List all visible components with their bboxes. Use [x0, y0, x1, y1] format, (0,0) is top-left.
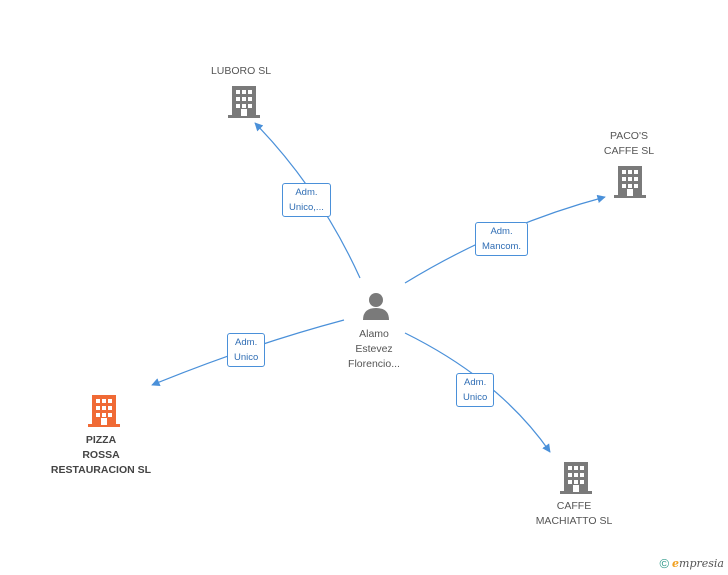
node-label-line: LUBORO SL [210, 65, 272, 77]
node-label-line: ROSSA [82, 449, 120, 461]
node-label-line: Estevez [355, 343, 393, 355]
node-label-pacos[interactable]: PACO'S CAFFE SL [584, 129, 674, 159]
edge-label-pacos[interactable]: Adm. Mancom. [475, 222, 529, 256]
building-icon [614, 166, 646, 198]
node-label-pizza[interactable]: PIZZA ROSSA RESTAURACION SL [40, 433, 162, 478]
edge-label-caffe[interactable]: Adm. Unico [456, 373, 495, 407]
node-label-caffe[interactable]: CAFFE MACHIATTO SL [524, 499, 624, 529]
edge-label-line: Mancom. [482, 241, 522, 252]
edge-label-line: Unico,... [289, 202, 324, 213]
edge-label-line: Adm. [295, 187, 318, 198]
edge-label-line: Unico [463, 392, 488, 403]
node-label-line: CAFFE SL [603, 145, 655, 157]
node-label-line: Alamo [359, 328, 389, 340]
footer-brand: © empresia [659, 556, 724, 571]
node-label-line: PIZZA [85, 434, 117, 446]
node-label-line: CAFFE [556, 500, 592, 512]
node-label-person[interactable]: Alamo Estevez Florencio... [334, 327, 414, 372]
brand-logo-initial: e [672, 557, 680, 570]
building-icon [228, 86, 260, 118]
node-label-line: MACHIATTO SL [535, 515, 613, 527]
node-label-luboro[interactable]: LUBORO SL [196, 64, 286, 79]
edge-label-pizza[interactable]: Adm. Unico [227, 333, 266, 367]
person-icon [363, 293, 389, 320]
edge-label-line: Adm. [235, 337, 258, 348]
edge-label-line: Unico [234, 352, 259, 363]
node-label-line: RESTAURACION SL [50, 464, 152, 476]
copyright-icon: © [659, 556, 670, 571]
edge-label-luboro[interactable]: Adm. Unico,... [282, 183, 331, 217]
brand-logo: empresia [672, 557, 724, 570]
node-label-line: PACO'S [610, 130, 648, 142]
edge-label-line: Adm. [490, 226, 513, 237]
edge-label-line: Adm. [464, 377, 487, 388]
building-icon [560, 462, 592, 494]
brand-logo-rest: mpresia [679, 557, 724, 570]
node-label-line: Florencio... [348, 358, 400, 370]
building-icon-highlight [88, 395, 120, 427]
